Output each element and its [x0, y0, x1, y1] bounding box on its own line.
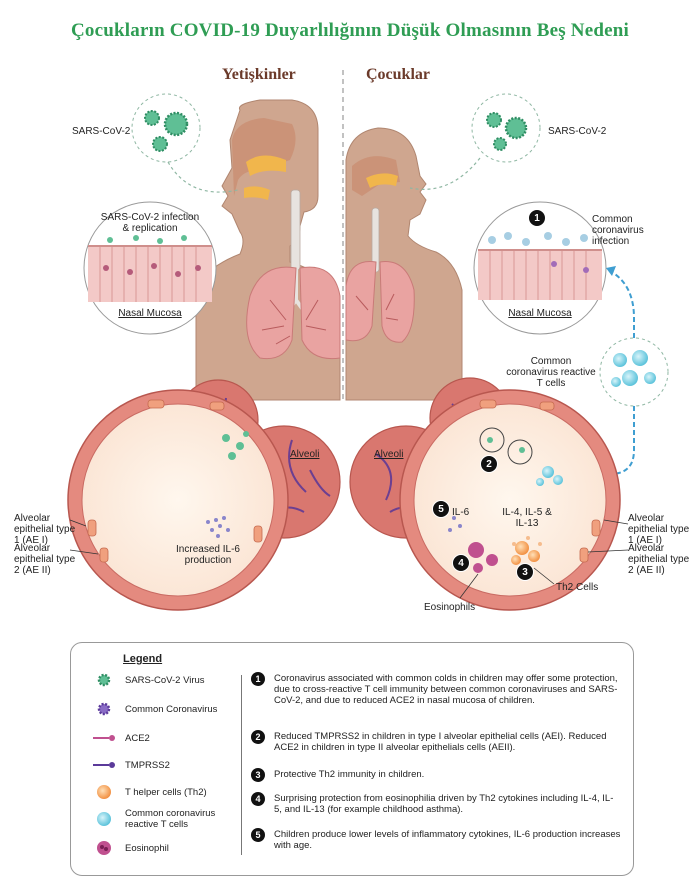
- ace2-receptor-icon: [91, 729, 117, 747]
- legend-item-common-coronavirus: Common Coronavirus: [91, 700, 217, 718]
- child-eos-label: Eosinophils: [424, 602, 476, 613]
- reason-text: Coronavirus associated with common colds…: [274, 673, 618, 706]
- reason-4: 4 Surprising protection from eosinophili…: [251, 792, 621, 815]
- legend-divider: [241, 675, 242, 855]
- marker-1: 1: [528, 209, 546, 227]
- legend-label: T helper cells (Th2): [125, 786, 207, 798]
- adult-il6-label: Increased IL-6 production: [176, 544, 240, 566]
- child-alveoli-label: Alveoli: [374, 449, 404, 460]
- child-mucosa-label: Nasal Mucosa: [508, 308, 572, 319]
- adult-torso-illustration: [195, 99, 341, 401]
- adult-nasal-mucosa-circle: [83, 201, 217, 335]
- legend-item-tmprss2: TMPRSS2: [91, 756, 170, 774]
- adult-virus-label: SARS-CoV-2: [72, 126, 131, 137]
- sars-cov-2-virus-icon: [91, 671, 117, 689]
- reason-number: 1: [251, 672, 265, 686]
- reason-number: 5: [251, 828, 265, 842]
- adult-ae1-label: Alveolar epithelial type 1 (AE I): [14, 513, 76, 546]
- th2-cell-icon: [91, 783, 117, 801]
- reason-2: 2 Reduced TMPRSS2 in children in type I …: [251, 730, 621, 753]
- common-coronavirus-icon: [91, 700, 117, 718]
- page-title: Çocukların COVID-19 Duyarlılığının Düşük…: [70, 20, 630, 41]
- reason-text: Children produce lower levels of inflamm…: [274, 829, 621, 851]
- eosinophil-icon: [91, 839, 117, 857]
- reason-5: 5 Children produce lower levels of infla…: [251, 828, 621, 851]
- child-th2-label: Th2 Cells: [556, 582, 599, 593]
- child-torso-illustration: [345, 127, 463, 401]
- legend-item-sars-cov-2: SARS-CoV-2 Virus: [91, 671, 205, 689]
- reactive-t-cell-icon: [91, 810, 117, 828]
- reason-3: 3 Protective Th2 immunity in children.: [251, 768, 621, 782]
- child-common-infection-label: Common coronavirus infection: [592, 214, 644, 247]
- child-nasal-mucosa-circle: [473, 201, 607, 335]
- children-heading: Çocuklar: [366, 66, 430, 83]
- marker-5: 5: [432, 500, 450, 518]
- adult-ae2-label: Alveolar epithelial type 2 (AE II): [14, 543, 76, 576]
- reason-text: Reduced TMPRSS2 in children in type I al…: [274, 731, 607, 753]
- child-virus-circle: [409, 93, 541, 190]
- adult-alveoli-label: Alveoli: [290, 449, 320, 460]
- legend-panel: Legend SARS-CoV-2 Virus Common Coronavir…: [70, 642, 634, 876]
- legend-item-ace2: ACE2: [91, 729, 150, 747]
- reactive-t-cells-label: Common coronavirus reactive T cells: [506, 356, 596, 389]
- legend-label: Common Coronavirus: [125, 703, 218, 715]
- reason-number: 4: [251, 792, 265, 806]
- marker-4: 4: [452, 554, 470, 572]
- reason-text: Protective Th2 immunity in children.: [274, 769, 425, 780]
- legend-item-eosinophil: Eosinophil: [91, 839, 169, 857]
- child-ae2-label: Alveolar epithelial type 2 (AE II): [628, 543, 690, 576]
- reason-number: 3: [251, 768, 265, 782]
- child-ae1-label: Alveolar epithelial type 1 (AE I): [628, 513, 690, 546]
- legend-label: Eosinophil: [125, 842, 169, 854]
- adult-mucosa-label: Nasal Mucosa: [118, 308, 182, 319]
- reason-number: 2: [251, 730, 265, 744]
- legend-item-reactive-t-cells: Common coronavirus reactive T cells: [91, 807, 231, 831]
- adult-infection-label: SARS-CoV-2 infection & replication: [100, 212, 200, 234]
- comparison-illustration: [67, 70, 669, 611]
- legend-title: Legend: [123, 653, 163, 665]
- marker-2: 2: [480, 455, 498, 473]
- tmprss2-icon: [91, 756, 117, 774]
- child-alveoli-illustration: [349, 377, 629, 611]
- child-il6-label: IL-6: [452, 507, 470, 518]
- adult-alveoli-illustration: [67, 379, 341, 611]
- marker-3: 3: [516, 563, 534, 581]
- adults-heading: Yetişkinler: [222, 66, 296, 83]
- child-il4-label: IL-4, IL-5 & IL-13: [502, 507, 552, 529]
- reason-text: Surprising protection from eosinophilia …: [274, 793, 614, 815]
- legend-label: TMPRSS2: [125, 759, 170, 771]
- legend-label: Common coronavirus reactive T cells: [125, 808, 216, 830]
- legend-item-th2: T helper cells (Th2): [91, 783, 207, 801]
- reason-1: 1 Coronavirus associated with common col…: [251, 672, 621, 706]
- legend-label: SARS-CoV-2 Virus: [125, 674, 205, 686]
- adult-virus-circle: [131, 93, 239, 193]
- child-virus-label: SARS-CoV-2: [548, 126, 607, 137]
- legend-label: ACE2: [125, 732, 150, 744]
